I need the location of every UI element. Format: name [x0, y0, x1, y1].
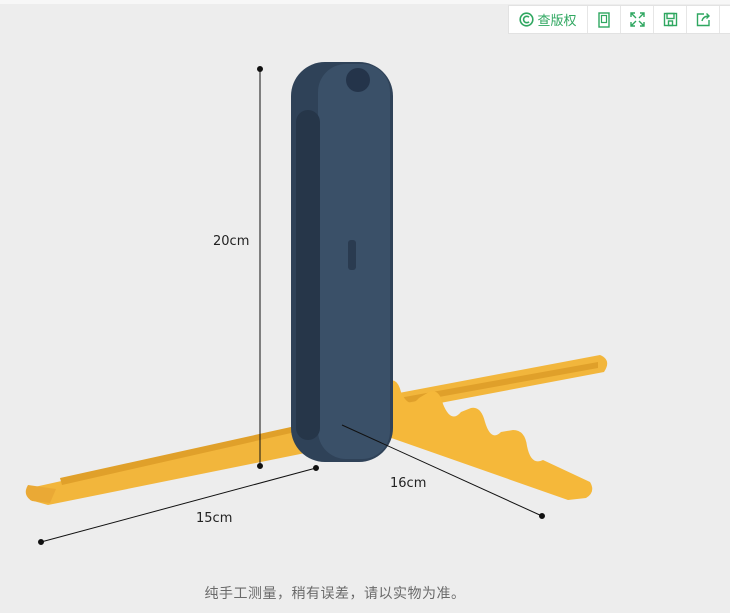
fullscreen-button[interactable] [621, 6, 654, 33]
fullscreen-icon [629, 12, 645, 27]
share-button[interactable] [687, 6, 720, 33]
image-toolbar: 查版权 [508, 5, 730, 34]
right-rack-arm [335, 355, 608, 500]
height-dimension-label: 20cm [213, 234, 250, 249]
share-icon [696, 12, 711, 27]
check-copyright-button[interactable]: 查版权 [509, 6, 588, 33]
dimension-lines [38, 66, 545, 545]
measurement-disclaimer: 纯手工测量，稍有误差，请以实物为准。 [204, 586, 466, 602]
product-body [291, 62, 393, 462]
check-copyright-label: 查版权 [537, 14, 577, 29]
copyright-icon [519, 12, 535, 27]
save-icon [663, 12, 678, 27]
left-length-label: 15cm [196, 511, 233, 526]
left-rack-arm [25, 425, 330, 505]
tablet-view-button[interactable] [588, 6, 621, 33]
right-length-label: 16cm [390, 476, 427, 491]
tablet-icon [597, 11, 611, 28]
save-button[interactable] [654, 6, 687, 33]
top-border [0, 0, 730, 4]
